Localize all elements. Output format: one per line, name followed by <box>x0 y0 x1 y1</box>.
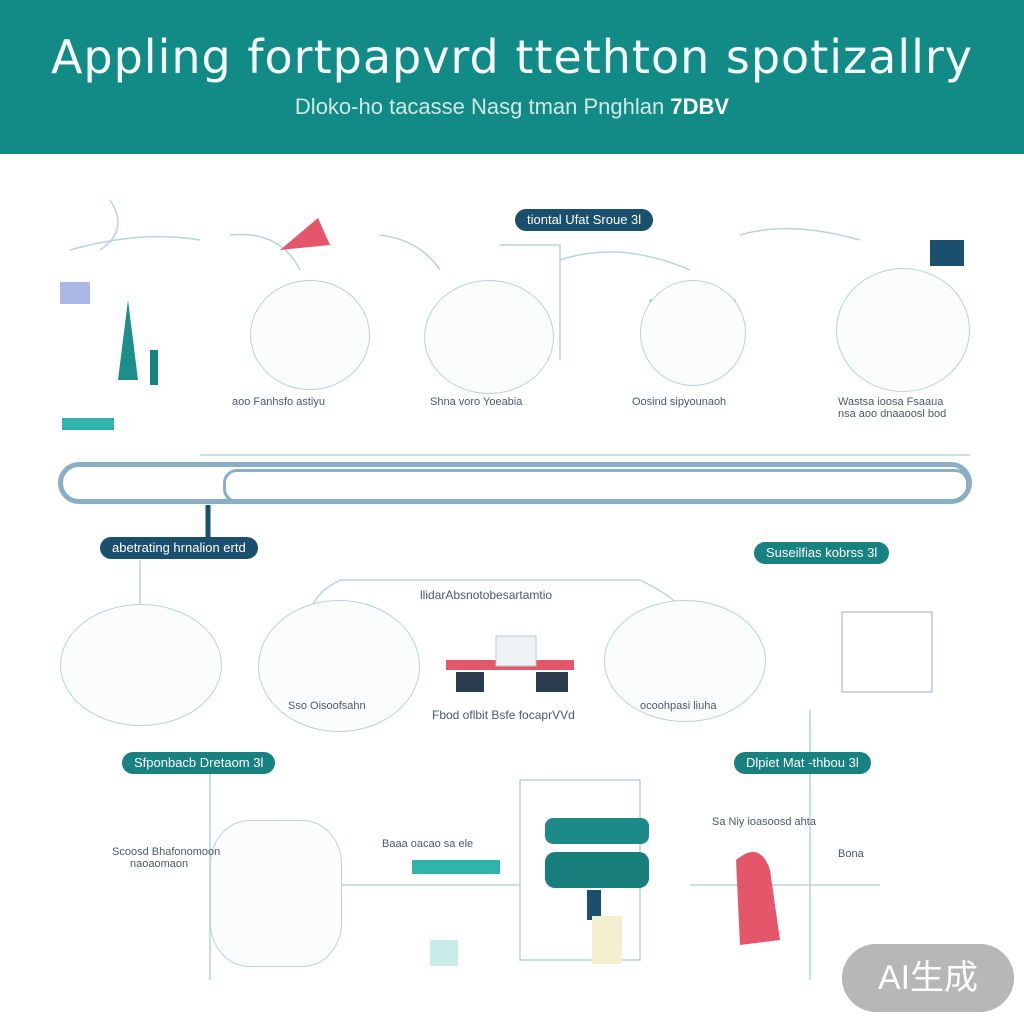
caption-bot-4: Sa Niy ioasoosd ahta <box>712 816 816 828</box>
bot-circle-1 <box>210 820 342 967</box>
caption-top-3: Oosind sipyounaoh <box>632 396 727 408</box>
timeline-bar-inner <box>223 469 969 503</box>
tag-middle-right: Suseilfias kobrss 3l <box>754 542 890 564</box>
tag-middle-center: llidarAbsnotobesartamtio <box>420 588 553 602</box>
top-circle-2 <box>424 280 554 394</box>
caption-bot-2: Baaa oacao sa ele <box>382 838 474 850</box>
top-circle-1 <box>250 280 370 390</box>
tag-bottom-left: Sfponbacb Dretaom 3l <box>122 752 276 774</box>
mid-circle-4 <box>604 600 766 722</box>
caption-mid-4: ocoohpasi liuha <box>640 700 717 712</box>
timeline-bar <box>58 462 972 504</box>
caption-top-1: aoo Fanhsfo astiyu <box>232 396 325 408</box>
caption-mid-2: Sso Oisoofsahn <box>288 700 366 712</box>
caption-bot-4b: Bona <box>838 848 864 860</box>
mid-circle-1 <box>60 604 222 726</box>
page-title: Appling fortpapvrd ttethton spotizallry <box>50 30 974 84</box>
caption-bot-1a: Scoosd Bhafonomoon <box>112 846 221 858</box>
tag-middle-left: abetrating hrnalion ertd <box>100 537 258 559</box>
tag-bottom-right: Dlpiet Mat -thbou 3l <box>734 752 871 774</box>
header-banner: Appling fortpapvrd ttethton spotizallry … <box>0 0 1024 154</box>
mid-circle-2 <box>258 600 420 732</box>
subtitle-text: Dloko-ho tacasse Nasg tman Pnghlan <box>294 94 665 119</box>
caption-top-2: Shna voro Yoeabia <box>430 396 523 408</box>
middle-icon-cluster <box>108 611 933 693</box>
caption-bot-1b: naoaomaon <box>130 858 189 870</box>
subtitle-code: 7DBV <box>670 94 730 119</box>
ai-generated-badge: AI生成 <box>842 944 1014 1012</box>
caption-top-4: Wastsa ioosa Fsaaua <box>838 396 944 408</box>
caption-top-4b: nsa aoo dnaaoosl bod <box>838 408 947 420</box>
tag-top-center: tiontal Ufat Sroue 3l <box>515 209 654 231</box>
caption-mid-3: Fbod oflbit Bsfe focaprVVd <box>432 708 575 722</box>
page-subtitle: Dloko-ho tacasse Nasg tman Pnghlan 7DBV <box>0 94 1024 120</box>
top-circle-4 <box>836 268 970 392</box>
top-circle-3 <box>640 280 746 386</box>
